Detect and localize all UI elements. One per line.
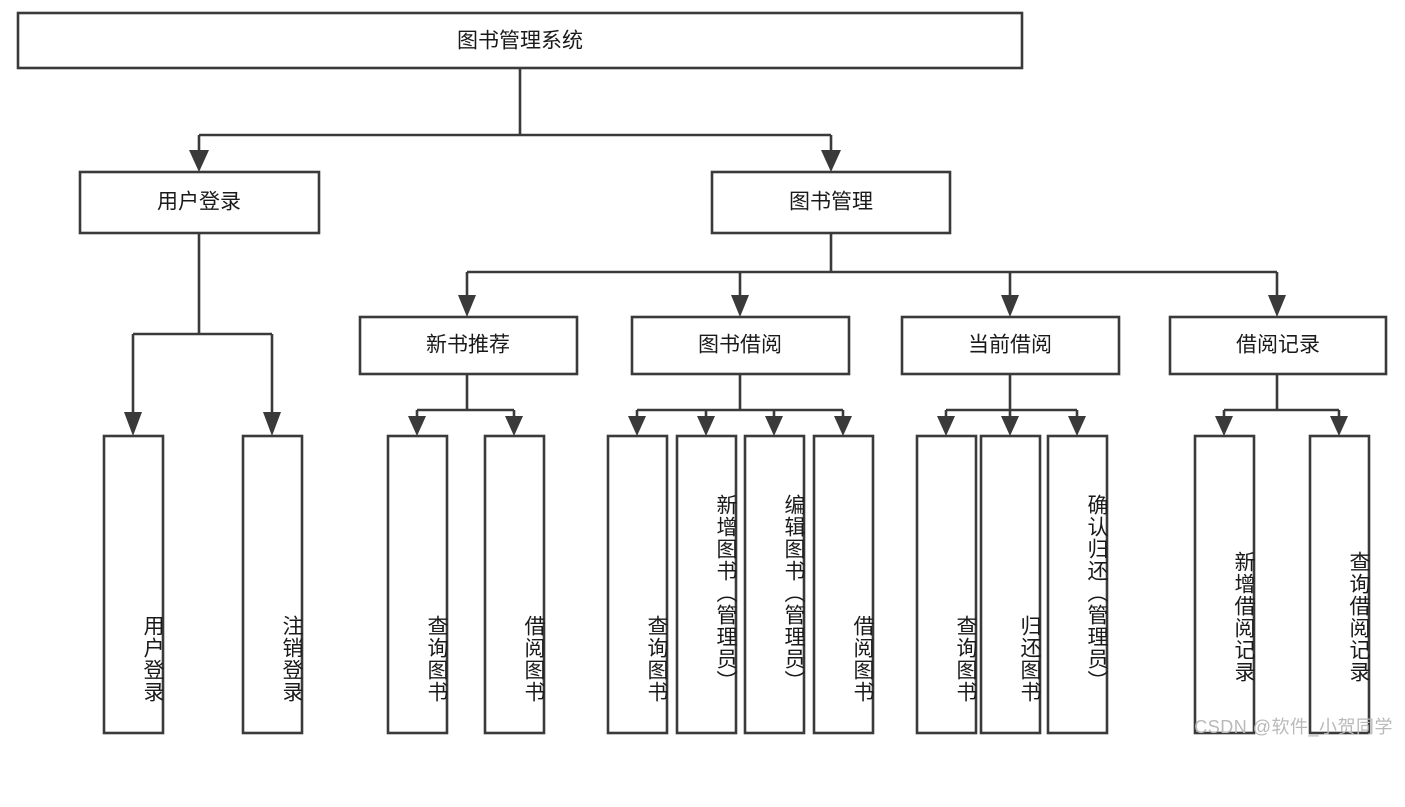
node-book-management-box[interactable] (710, 170, 952, 235)
arrowhead-current-borrow (1001, 295, 1019, 317)
node-leaf-return-book-box[interactable] (979, 434, 1042, 735)
node-borrow-record[interactable]: 借阅记录 (1168, 315, 1388, 376)
node-new-book-recommend-label: 新书推荐 (426, 334, 510, 357)
node-leaf-add-book-box[interactable] (675, 434, 738, 735)
node-leaf-edit-book-box[interactable] (743, 434, 806, 735)
arrowhead-leaf-return-book (1001, 416, 1019, 436)
arrowhead-leaf-query-book-1 (408, 416, 426, 436)
node-leaf-user-login-box[interactable] (102, 434, 165, 735)
node-leaf-query-book-3-box[interactable] (915, 434, 978, 735)
arrowhead-leaf-query-book-3 (937, 416, 955, 436)
node-new-book-recommend[interactable]: 新书推荐 (358, 315, 579, 376)
node-new-book-recommend-box[interactable] (358, 315, 579, 376)
node-current-borrow[interactable]: 当前借阅 (900, 315, 1121, 376)
arrowhead-book-management (821, 150, 841, 172)
leaf-box-layer (102, 434, 1371, 735)
node-book-borrow-box[interactable] (630, 315, 851, 376)
node-leaf-user-logout-box[interactable] (241, 434, 304, 735)
node-book-management[interactable]: 图书管理 (710, 170, 952, 235)
arrowhead-user-login (189, 150, 209, 172)
node-root[interactable]: 图书管理系统 (16, 11, 1024, 70)
node-root-box[interactable] (16, 11, 1024, 70)
node-book-borrow-label: 图书借阅 (698, 334, 782, 357)
node-leaf-query-book-1-box[interactable] (386, 434, 449, 735)
node-borrow-record-box[interactable] (1168, 315, 1388, 376)
diagram-svg: 图书管理系统 用户登录 图书管理 新书推荐 图书借阅 当前借阅 借阅记录 (16, 11, 1388, 735)
arrowhead-leaf-query-book-2 (628, 416, 646, 436)
node-borrow-record-label: 借阅记录 (1236, 334, 1320, 357)
connector-layer (124, 68, 1348, 436)
node-leaf-query-book-2-box[interactable] (606, 434, 669, 735)
watermark-text: CSDN @软件_小贺同学 (1194, 717, 1393, 737)
arrowhead-leaf-query-record (1330, 416, 1348, 436)
node-root-label: 图书管理系统 (457, 30, 583, 53)
arrowhead-leaf-add-record (1215, 416, 1233, 436)
arrowhead-leaf-add-book (697, 416, 715, 436)
node-current-borrow-label: 当前借阅 (968, 334, 1052, 357)
arrowhead-borrow-record (1268, 295, 1286, 317)
node-book-management-label: 图书管理 (789, 191, 873, 214)
node-book-borrow[interactable]: 图书借阅 (630, 315, 851, 376)
arrowhead-book-borrow (731, 295, 749, 317)
node-current-borrow-box[interactable] (900, 315, 1121, 376)
node-user-login-box[interactable] (78, 170, 321, 235)
arrowhead-leaf-user-login (124, 412, 142, 436)
node-leaf-borrow-book-2-box[interactable] (812, 434, 875, 735)
arrowhead-leaf-user-logout (263, 412, 281, 436)
arrowhead-leaf-borrow-book-1 (505, 416, 523, 436)
arrowhead-new-book-recommend (458, 295, 476, 317)
node-leaf-confirm-return-box[interactable] (1046, 434, 1109, 735)
node-user-login-label: 用户登录 (157, 191, 241, 214)
node-leaf-add-record-box[interactable] (1193, 434, 1256, 735)
node-user-login[interactable]: 用户登录 (78, 170, 321, 235)
node-leaf-query-record-box[interactable] (1308, 434, 1371, 735)
arrowhead-leaf-confirm-return (1068, 416, 1086, 436)
arrowhead-leaf-borrow-book-2 (834, 416, 852, 436)
diagram-canvas: 图书管理系统 用户登录 图书管理 新书推荐 图书借阅 当前借阅 借阅记录 (16, 11, 1393, 737)
arrowhead-leaf-edit-book (765, 416, 783, 436)
node-leaf-borrow-book-1-box[interactable] (483, 434, 546, 735)
